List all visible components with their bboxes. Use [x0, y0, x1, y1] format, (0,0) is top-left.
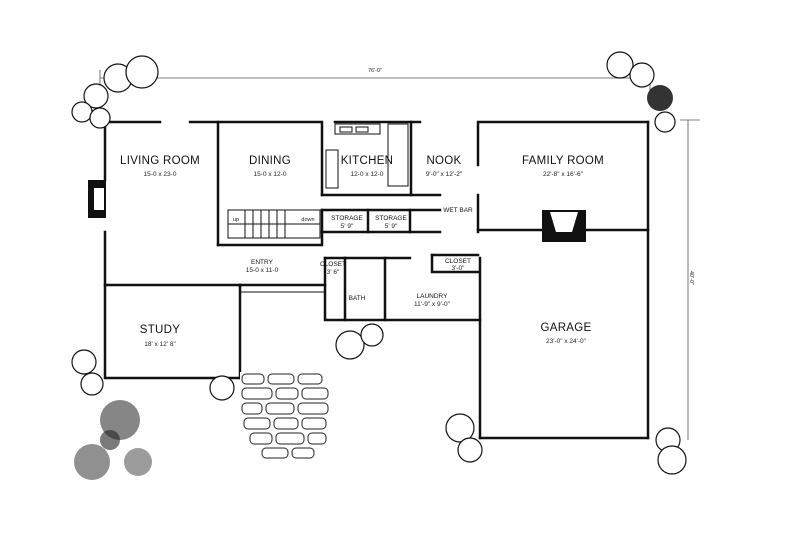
room-garage: GARAGE 23'-0" x 24'-0" [540, 322, 591, 345]
room-storage-2: STORAGE 5' 9" [375, 215, 407, 230]
stairs: up down [227, 209, 321, 239]
svg-text:76'-0": 76'-0" [368, 68, 382, 74]
svg-text:STORAGE: STORAGE [331, 215, 363, 222]
svg-text:FAMILY ROOM: FAMILY ROOM [522, 155, 604, 167]
svg-text:DINING: DINING [249, 155, 291, 167]
svg-text:11'-9" x 9'-0": 11'-9" x 9'-0" [414, 301, 451, 308]
svg-text:5' 9": 5' 9" [341, 223, 354, 230]
room-closet-2: CLOSET 3'-0" [445, 258, 471, 272]
tree-garage [445, 413, 687, 475]
room-entry: ENTRY 15-0 x 11-0 [246, 259, 279, 274]
room-laundry: LAUNDRY 11'-9" x 9'-0" [414, 293, 451, 308]
room-family: FAMILY ROOM 22'-8" x 16'-6" [522, 155, 604, 178]
svg-text:3'-0": 3'-0" [452, 265, 466, 272]
svg-text:STORAGE: STORAGE [375, 215, 407, 222]
fireplace-family [542, 210, 586, 242]
shrub-cluster [74, 400, 152, 480]
svg-text:5' 9": 5' 9" [385, 223, 398, 230]
svg-text:ENTRY: ENTRY [251, 259, 274, 266]
tree-top-right [606, 51, 676, 133]
tree-study [71, 349, 104, 396]
svg-text:15-0 x 12-0: 15-0 x 12-0 [254, 171, 287, 178]
stairs-up-label: up [233, 217, 239, 223]
svg-text:40'-0": 40'-0" [688, 271, 694, 285]
svg-text:15-0 x 23-0: 15-0 x 23-0 [144, 171, 177, 178]
svg-text:STUDY: STUDY [140, 324, 181, 336]
room-nook: NOOK 9'-0" x 12'-2" [426, 155, 463, 178]
svg-text:GARAGE: GARAGE [540, 322, 591, 334]
svg-text:22'-8" x 16'-6": 22'-8" x 16'-6" [543, 171, 584, 178]
room-study: STUDY 18' x 12' 8" [140, 324, 181, 348]
overall-width-dimension: 76'-0" [99, 68, 651, 90]
tree-top-left [71, 55, 159, 129]
svg-text:LIVING ROOM: LIVING ROOM [120, 155, 200, 167]
room-closet-1: CLOSET 3' 6" [320, 261, 346, 276]
room-dining: DINING 15-0 x 12-0 [249, 155, 291, 178]
svg-text:LAUNDRY: LAUNDRY [417, 293, 449, 300]
room-kitchen: KITCHEN 12-0 x 12-0 [341, 155, 394, 178]
svg-text:CLOSET: CLOSET [320, 261, 346, 268]
room-living: LIVING ROOM 15-0 x 23-0 [120, 155, 200, 178]
svg-text:3' 6": 3' 6" [327, 269, 340, 276]
svg-text:18' x 12' 8": 18' x 12' 8" [144, 341, 176, 348]
svg-text:WET BAR: WET BAR [443, 207, 473, 214]
svg-text:15-0 x 11-0: 15-0 x 11-0 [246, 267, 279, 274]
svg-text:23'-0" x 24'-0": 23'-0" x 24'-0" [546, 338, 587, 345]
svg-text:9'-0" x 12'-2": 9'-0" x 12'-2" [426, 171, 463, 178]
kitchen-counters [325, 123, 409, 189]
stairs-down-label: down [301, 217, 314, 223]
fireplace-living [88, 180, 106, 218]
room-storage-1: STORAGE 5' 9" [331, 215, 363, 230]
tree-front-entry [209, 323, 384, 401]
svg-text:CLOSET: CLOSET [445, 258, 471, 265]
stone-walkway [240, 372, 332, 462]
room-bath: BATH [349, 295, 366, 302]
svg-text:12-0 x 12-0: 12-0 x 12-0 [351, 171, 384, 178]
walls [103, 120, 650, 440]
svg-text:BATH: BATH [349, 295, 366, 302]
svg-text:KITCHEN: KITCHEN [341, 155, 394, 167]
room-wet-bar: WET BAR [443, 207, 473, 214]
overall-depth-dimension: 40'-0" [680, 119, 700, 440]
svg-text:NOOK: NOOK [426, 155, 461, 167]
